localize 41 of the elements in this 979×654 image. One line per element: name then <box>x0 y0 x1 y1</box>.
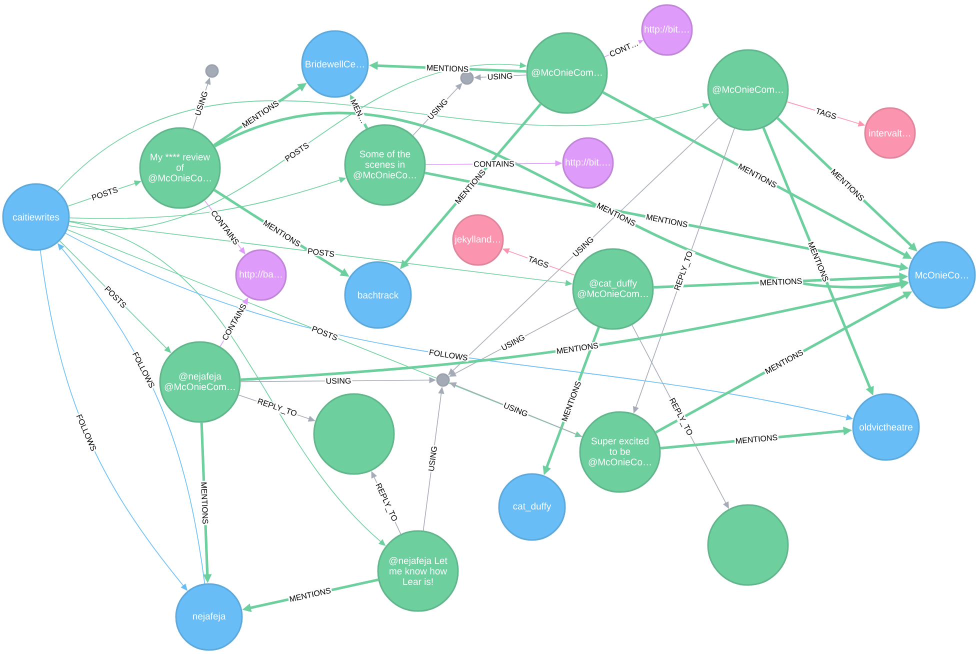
edge-label: CONTAINS <box>472 160 516 168</box>
tweet-node <box>707 504 789 586</box>
user-node: BridewellCe… <box>301 30 369 98</box>
edge-label: USING <box>427 444 438 473</box>
user-node: cat_duffy <box>498 473 566 541</box>
tweet-node <box>313 393 395 475</box>
tweet-node: @McOnieCom… <box>526 32 608 114</box>
link-node: http://ba… <box>235 249 287 301</box>
tweet-node: @McOnieCom… <box>707 49 789 131</box>
edge-label: MENTIONS <box>200 480 210 526</box>
edge-label: USING <box>486 72 514 81</box>
edge-label: MENTIONS <box>644 212 690 229</box>
edge-label: TAGS <box>526 254 551 270</box>
tweet-node: Some of the scenes in @McOnieCo… <box>344 124 426 206</box>
user-node: bachtrack <box>344 261 412 329</box>
tweet-node: @nejafeja @McOnieCom… <box>159 341 241 423</box>
edge-label: POSTS <box>306 246 336 258</box>
hashtag-node: jekylland… <box>452 214 504 266</box>
edge-label: MENTIONS <box>425 64 470 74</box>
hashtag-node: intervalt… <box>864 107 916 159</box>
edge-label: CONT… <box>607 38 640 58</box>
user-node: McOnieCo… <box>908 241 976 309</box>
edge-label: USING <box>193 89 210 118</box>
user-node: nejafeja <box>175 583 243 651</box>
small-dot <box>205 64 219 78</box>
link-node: http://bit.… <box>562 137 614 189</box>
edge-label: MENTIONS <box>758 277 804 287</box>
edge-label: FOLLOWS <box>428 348 470 362</box>
link-node: http://bit.… <box>641 4 693 56</box>
small-dot <box>460 71 474 85</box>
user-node: oldvictheatre <box>852 393 920 461</box>
tweet-node: Super excited to be @McOnieCo… <box>579 411 661 493</box>
edge-label: USING <box>324 376 352 385</box>
edge-label: MENTIONS <box>734 433 779 446</box>
edge-label: TAGS <box>814 106 838 121</box>
small-dot <box>436 373 450 387</box>
edge-label: MENTIONS <box>554 341 600 356</box>
tweet-node: @nejafeja Let me know how Lear is! <box>377 530 459 612</box>
tweet-node: My **** review of @McOnieCo… <box>139 127 221 209</box>
user-node: caitiewrites <box>2 183 70 251</box>
edge-label: POSTS <box>90 185 120 202</box>
